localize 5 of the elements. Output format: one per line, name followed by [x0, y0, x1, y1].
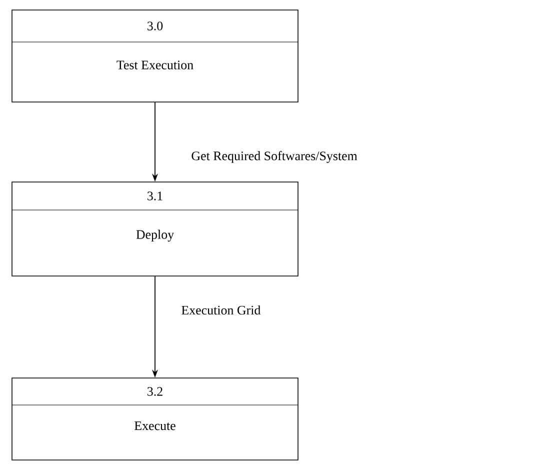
process-box: 3.1 Deploy	[12, 182, 298, 276]
edge-label: Get Required Softwares/System	[190, 150, 358, 164]
edge-label: Execution Grid	[180, 304, 262, 316]
process-box: 3.2 Execute	[12, 378, 298, 460]
process-box: 3.0 Test Execution	[12, 10, 298, 102]
